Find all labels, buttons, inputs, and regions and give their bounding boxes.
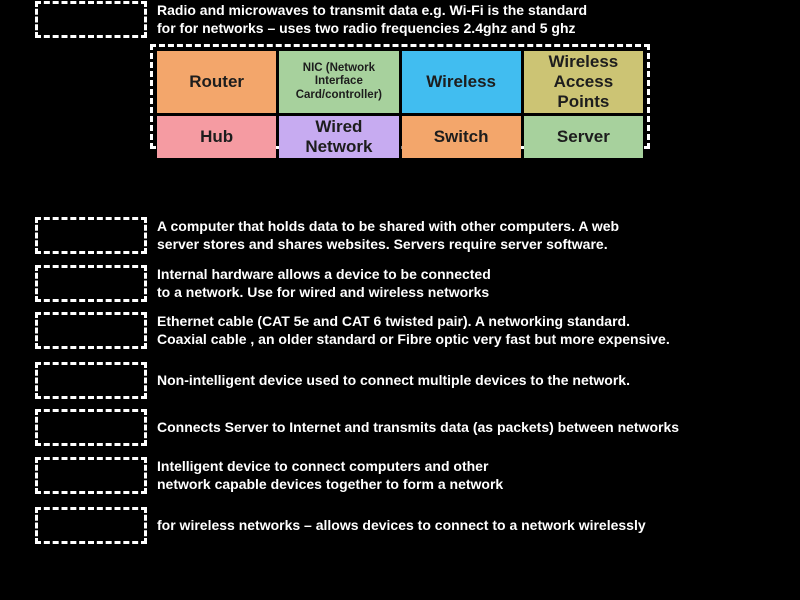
match-row: A computer that holds data to be shared … — [35, 216, 619, 254]
tile-wired-network[interactable]: Wired Network — [279, 116, 399, 158]
match-row: Internal hardware allows a device to be … — [35, 264, 491, 302]
match-row: for wireless networks – allows devices t… — [35, 506, 646, 544]
answer-dropzone-7[interactable] — [35, 506, 147, 544]
definition-text: Intelligent device to connect computers … — [157, 457, 504, 493]
tile-hub-label: Hub — [200, 127, 234, 146]
answer-dropzone-1[interactable] — [35, 216, 147, 254]
definition-text: Connects Server to Internet and transmit… — [157, 418, 680, 435]
tile-wireless-label: Wireless — [426, 72, 497, 91]
tile-hub[interactable]: Hub — [157, 116, 277, 158]
definition-text: A computer that holds data to be shared … — [157, 217, 620, 253]
match-row: Intelligent device to connect computers … — [35, 456, 503, 494]
tile-wireless-access-points[interactable]: Wireless Access Points — [523, 51, 643, 113]
tile-wired-network-label: Wired Network — [305, 117, 373, 156]
tile-nic[interactable]: NIC (Network Interface Card/controller) — [279, 51, 399, 113]
tile-nic-label: NIC (Network Interface Card/controller) — [295, 61, 382, 101]
answer-dropzone-2[interactable] — [35, 264, 147, 302]
answer-dropzone-6[interactable] — [35, 456, 147, 494]
definition-text: Ethernet cable (CAT 5e and CAT 6 twisted… — [157, 312, 670, 348]
match-row: Non-intelligent device used to connect m… — [35, 361, 630, 399]
definition-text: Non-intelligent device used to connect m… — [157, 371, 630, 388]
tile-server-label: Server — [556, 127, 610, 146]
match-row: Radio and microwaves to transmit data e.… — [35, 0, 587, 38]
answer-dropzone-5[interactable] — [35, 408, 147, 446]
definition-text: Radio and microwaves to transmit data e.… — [157, 1, 588, 37]
tile-switch[interactable]: Switch — [401, 116, 521, 158]
tile-wireless-access-points-label: Wireless Access Points — [548, 52, 619, 111]
definition-text: Internal hardware allows a device to be … — [157, 265, 491, 301]
match-row: Connects Server to Internet and transmit… — [35, 408, 679, 446]
answer-dropzone-4[interactable] — [35, 361, 147, 399]
tile-switch-label: Switch — [433, 127, 489, 146]
tile-router-label: Router — [189, 72, 245, 91]
definition-text: for wireless networks – allows devices t… — [157, 516, 646, 533]
match-row: Ethernet cable (CAT 5e and CAT 6 twisted… — [35, 311, 670, 349]
tile-wireless[interactable]: Wireless — [401, 51, 521, 113]
answer-tile-panel: Router NIC (Network Interface Card/contr… — [150, 44, 650, 158]
answer-dropzone-3[interactable] — [35, 311, 147, 349]
tile-router[interactable]: Router — [157, 51, 277, 113]
tile-server[interactable]: Server — [523, 116, 643, 158]
answer-dropzone-8[interactable] — [35, 0, 147, 38]
